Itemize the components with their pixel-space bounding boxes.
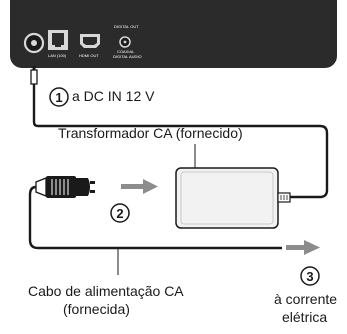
digital-audio-label: DIGITAL AUDIO	[113, 54, 142, 59]
digital-out-label: DIGITAL OUT	[114, 24, 139, 29]
svg-text:2: 2	[116, 206, 123, 221]
coaxial-label: COAXIAL	[117, 49, 135, 54]
step-2-badge: 2	[110, 203, 130, 223]
dc-cord	[32, 116, 329, 199]
ac-cable-connector	[35, 176, 95, 198]
svg-text:1: 1	[55, 90, 62, 105]
lan-port-label: LAN (100)	[48, 53, 67, 58]
hdmi-port-label: HDMI OUT	[79, 53, 99, 58]
dc-in-port[interactable]	[23, 32, 45, 54]
cable-label-line-2: (fornecida)	[63, 301, 130, 317]
cable-label-line-1: Cabo de alimentação CA	[28, 283, 184, 299]
arrow-to-outlet	[286, 240, 320, 255]
hdmi-port	[80, 34, 100, 48]
arrow-connect-adapter	[121, 179, 158, 194]
digital-coax-port	[119, 36, 131, 48]
outlet-label-line-2: elétrica	[282, 309, 328, 325]
outlet-label-line-1: à corrente	[274, 291, 338, 307]
player-device: LAN (100) HDMI OUT DIGITAL OUT COAXIAL D…	[10, 0, 337, 68]
step-1-label: a DC IN 12 V	[72, 88, 155, 104]
svg-text:3: 3	[306, 269, 313, 284]
ac-adapter	[175, 167, 291, 229]
step-3-badge: 3	[300, 266, 320, 286]
step-1-badge: 1	[49, 87, 69, 107]
dc-plug	[30, 66, 38, 116]
lan-port	[48, 30, 68, 50]
adapter-label: Transformador CA (fornecido)	[58, 125, 243, 141]
ac-cable	[28, 185, 282, 250]
